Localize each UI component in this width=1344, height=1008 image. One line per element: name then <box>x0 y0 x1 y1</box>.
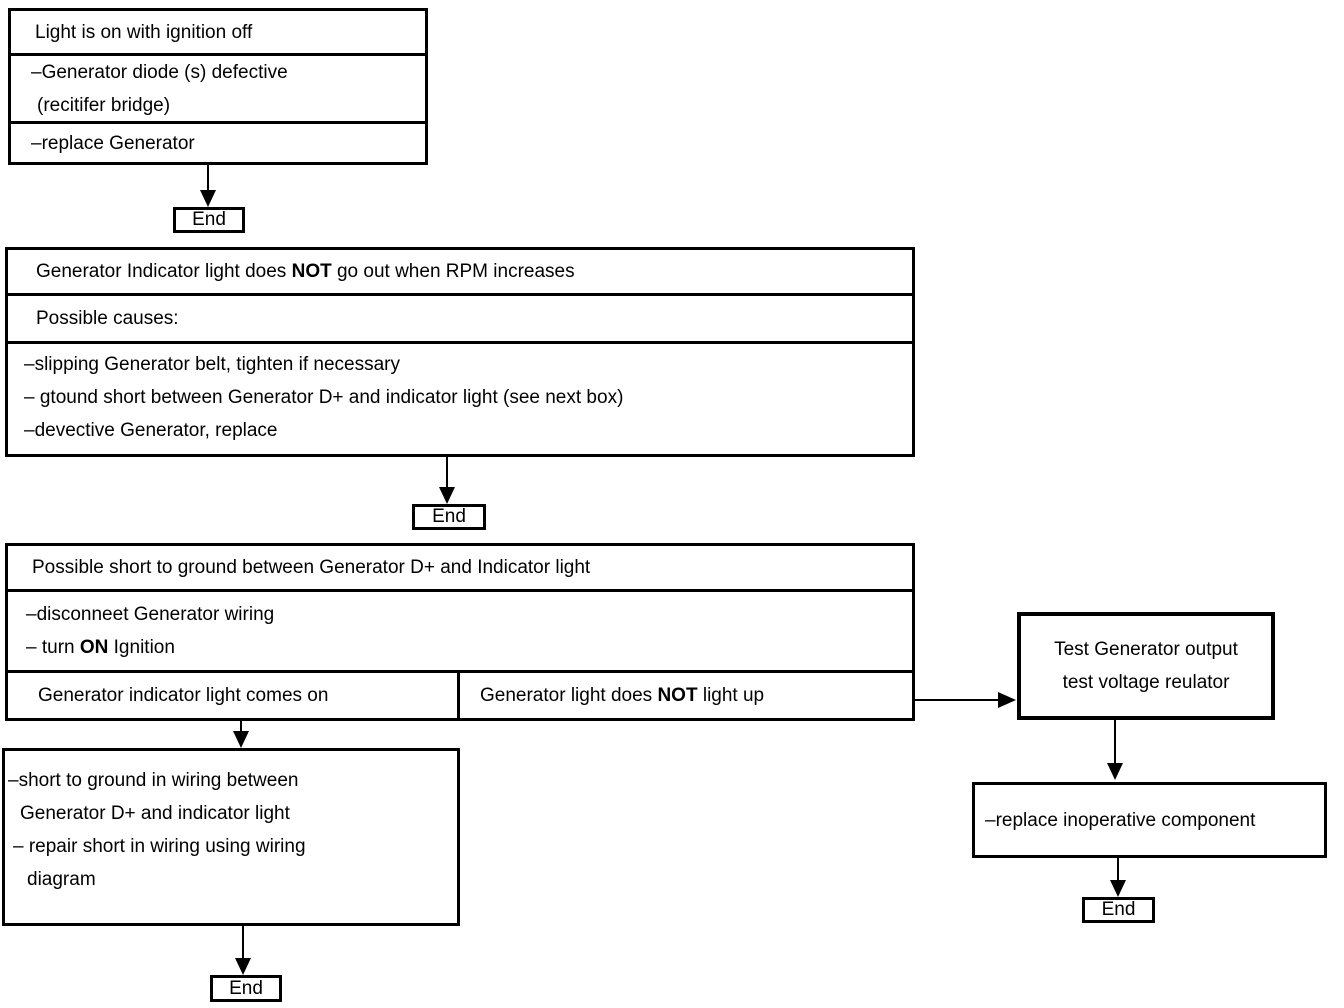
cause-text-line1: –Generator diode (s) defective <box>31 61 288 83</box>
node-steps: –disconneet Generator wiring – turn ON I… <box>8 592 912 673</box>
node-cause: –Generator diode (s) defective (recitife… <box>11 56 425 124</box>
cause-text-line2: (recitifer bridge) <box>37 94 171 116</box>
result-cell-light-comes-on: Generator indicator light comes on <box>8 673 460 718</box>
arrow-head-right-icon <box>998 692 1016 708</box>
node-header: Generator Indicator light does NOT go ou… <box>8 250 912 296</box>
step-text-2: – turn ON Ignition <box>26 637 175 658</box>
result-cell-light-not-up: Generator light does NOT light up <box>460 673 912 718</box>
end-label: End <box>432 506 466 527</box>
node-short-in-wiring: –short to ground in wiring between Gener… <box>2 748 460 926</box>
arrow-head-down-icon <box>439 487 455 504</box>
cause-item: –devective Generator, replace <box>24 420 278 441</box>
arrow-line <box>242 926 244 959</box>
node-possible-short-to-ground: Possible short to ground between Generat… <box>5 543 915 721</box>
end-terminator-4: End <box>1082 897 1155 923</box>
node-light-not-out-rpm: Generator Indicator light does NOT go ou… <box>5 247 915 457</box>
end-terminator-3: End <box>210 975 282 1002</box>
diagnosis-line2: Generator D+ and indicator light <box>20 803 290 824</box>
end-label: End <box>229 977 263 999</box>
test-line1: Test Generator output <box>1054 639 1238 660</box>
diagnosis-line1: –short to ground in wiring between <box>8 770 299 791</box>
arrow-head-down-icon <box>200 190 216 207</box>
result-text-right: Generator light does NOT light up <box>480 685 765 706</box>
node-header: Possible short to ground between Generat… <box>8 546 912 592</box>
diagnosis-line3: – repair short in wiring using wiring <box>13 836 306 857</box>
end-terminator-1: End <box>173 207 245 233</box>
result-text-left: Generator indicator light comes on <box>38 685 329 706</box>
action-text: –replace inoperative component <box>985 809 1256 831</box>
node-header: Light is on with ignition off <box>11 11 425 56</box>
arrow-line <box>207 165 209 193</box>
header-text: Light is on with ignition off <box>35 21 253 43</box>
end-terminator-2: End <box>412 504 486 530</box>
node-light-on-ignition-off: Light is on with ignition off –Generator… <box>8 8 428 165</box>
arrow-head-down-icon <box>1110 880 1126 897</box>
header-text: Generator Indicator light does NOT go ou… <box>36 261 575 282</box>
arrow-line <box>240 721 242 733</box>
arrow-head-down-icon <box>233 731 249 748</box>
action-text: –replace Generator <box>31 132 195 154</box>
node-replace-inoperative-component: –replace inoperative component <box>972 782 1327 858</box>
node-action: –replace Generator <box>11 124 425 162</box>
node-causes-list: –slipping Generator belt, tighten if nec… <box>8 344 912 451</box>
node-test-generator-output: Test Generator output test voltage reula… <box>1017 612 1275 720</box>
arrow-line <box>1117 858 1119 882</box>
arrow-head-down-icon <box>1107 763 1123 780</box>
test-line2: test voltage reulator <box>1062 672 1230 693</box>
step-text-1: –disconneet Generator wiring <box>26 604 275 625</box>
subheader-text: Possible causes: <box>36 308 179 329</box>
end-label: End <box>1101 899 1136 920</box>
cause-item: –slipping Generator belt, tighten if nec… <box>24 354 400 375</box>
arrow-head-down-icon <box>235 958 251 975</box>
diagnosis-line4: diagram <box>27 869 96 890</box>
cause-item: – gtound short between Generator D+ and … <box>24 387 624 408</box>
header-text: Possible short to ground between Generat… <box>32 557 591 578</box>
arrow-line <box>915 699 1000 701</box>
node-subheader: Possible causes: <box>8 296 912 344</box>
end-label: End <box>192 209 226 230</box>
node-result-row: Generator indicator light comes on Gener… <box>8 673 912 718</box>
arrow-line <box>446 457 448 489</box>
arrow-line <box>1114 720 1116 765</box>
